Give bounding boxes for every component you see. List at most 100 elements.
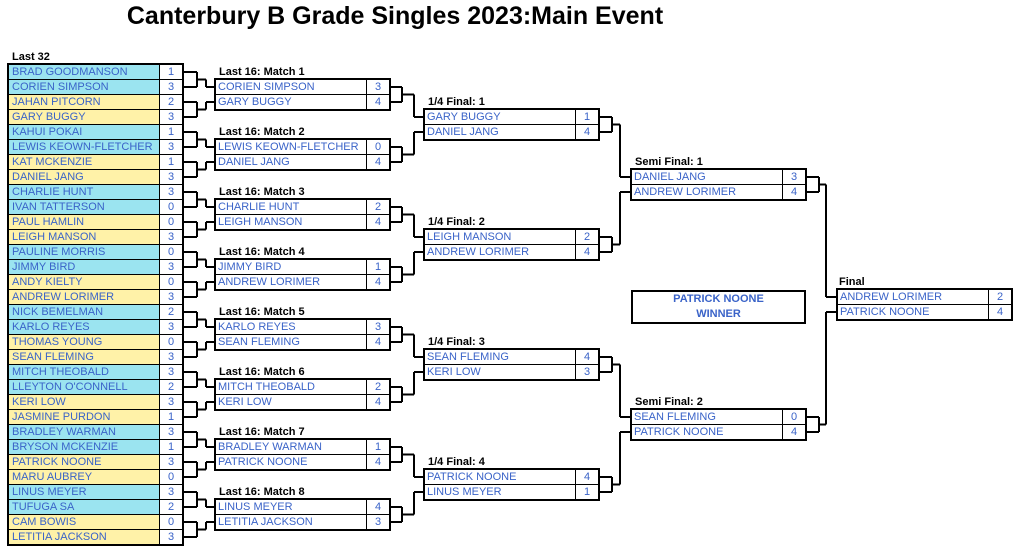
player-score: 1 <box>576 110 598 124</box>
player-score: 3 <box>160 485 182 499</box>
player-score: 0 <box>160 515 182 529</box>
player-name: CORIEN SIMPSON <box>216 80 366 94</box>
player-score: 4 <box>367 455 389 469</box>
player-name: THOMAS YOUNG <box>9 335 159 349</box>
player-name: LEIGH MANSON <box>9 230 159 244</box>
player-name: LINUS MEYER <box>9 485 159 499</box>
round-label-last16-1: Last 16: Match 1 <box>219 66 305 78</box>
player-name: KERI LOW <box>425 365 575 379</box>
round-label-last16-4: Last 16: Match 4 <box>219 246 305 258</box>
player-score: 4 <box>367 155 389 169</box>
player-score: 2 <box>160 305 182 319</box>
player-score: 3 <box>367 515 389 529</box>
player-score: 4 <box>783 185 805 199</box>
player-name: GARY BUGGY <box>425 110 575 124</box>
player-score: 1 <box>576 485 598 499</box>
round-label-last16-3: Last 16: Match 3 <box>219 186 305 198</box>
page-title: Canterbury B Grade Singles 2023:Main Eve… <box>126 2 664 30</box>
round-label-qf-4: 1/4 Final: 4 <box>428 456 485 468</box>
player-name: BRADLEY WARMAN <box>216 440 366 454</box>
player-score: 1 <box>367 440 389 454</box>
player-name: MITCH THEOBALD <box>9 365 159 379</box>
player-name: LEIGH MANSON <box>425 230 575 244</box>
player-score: 3 <box>160 425 182 439</box>
player-name: PATRICK NOONE <box>216 455 366 469</box>
player-score: 4 <box>576 125 598 139</box>
player-name: CAM BOWIS <box>9 515 159 529</box>
player-score: 3 <box>160 320 182 334</box>
player-score: 3 <box>160 395 182 409</box>
player-score: 4 <box>367 335 389 349</box>
player-score: 2 <box>160 95 182 109</box>
player-score: 3 <box>367 80 389 94</box>
player-score: 4 <box>576 470 598 484</box>
player-name: MITCH THEOBALD <box>216 380 366 394</box>
player-score: 3 <box>160 290 182 304</box>
player-score: 4 <box>367 215 389 229</box>
player-name: KERI LOW <box>216 395 366 409</box>
player-name: JIMMY BIRD <box>9 260 159 274</box>
winner-name: PATRICK NOONE <box>673 293 764 305</box>
player-name: CHARLIE HUNT <box>9 185 159 199</box>
player-score: 4 <box>576 245 598 259</box>
player-name: JAHAN PITCORN <box>9 95 159 109</box>
player-name: LETITIA JACKSON <box>216 515 366 529</box>
player-name: LINUS MEYER <box>216 500 366 514</box>
player-name: PATRICK NOONE <box>9 455 159 469</box>
player-score: 3 <box>160 80 182 94</box>
player-name: LEWIS KEOWN-FLETCHER <box>9 140 159 154</box>
player-score: 4 <box>367 95 389 109</box>
player-score: 3 <box>160 260 182 274</box>
player-name: DANIEL JANG <box>216 155 366 169</box>
player-score: 3 <box>160 530 182 544</box>
round-label-last16-6: Last 16: Match 6 <box>219 366 305 378</box>
player-name: NICK BEMELMAN <box>9 305 159 319</box>
player-name: BRAD GOODMANSON <box>9 65 159 79</box>
player-score: 0 <box>160 200 182 214</box>
round-label-last16-7: Last 16: Match 7 <box>219 426 305 438</box>
player-score: 2 <box>576 230 598 244</box>
player-name: CHARLIE HUNT <box>216 200 366 214</box>
player-name: LEWIS KEOWN-FLETCHER <box>216 140 366 154</box>
player-score: 1 <box>160 440 182 454</box>
player-score: 1 <box>160 410 182 424</box>
player-score: 3 <box>160 185 182 199</box>
player-name: ANDREW LORIMER <box>632 185 782 199</box>
player-score: 4 <box>367 275 389 289</box>
